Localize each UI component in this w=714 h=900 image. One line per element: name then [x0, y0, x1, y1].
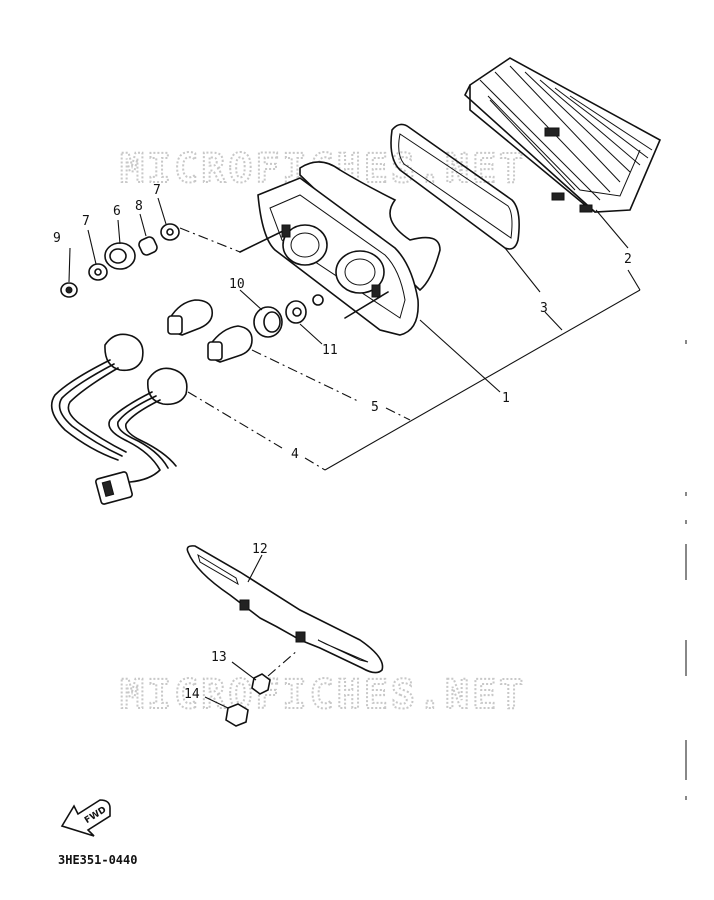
callout-7-right: 7: [153, 183, 161, 198]
callout-12: 12: [252, 542, 268, 557]
lens-gasket: [390, 123, 520, 250]
washer-7-right: [160, 223, 180, 241]
washer-7-left: [88, 263, 108, 281]
tail-lens: [464, 57, 662, 213]
nut-13: [251, 673, 271, 695]
grommet-6: [104, 242, 136, 270]
license-bracket: [186, 545, 384, 674]
washer-11: [285, 300, 307, 324]
tail-light-base: [239, 161, 441, 336]
callout-6: 6: [113, 204, 121, 219]
callout-9: 9: [53, 231, 61, 246]
callout-13: 13: [211, 650, 227, 665]
bulb-lower: [207, 325, 253, 363]
callout-1: 1: [502, 391, 510, 406]
callout-4: 4: [291, 447, 299, 462]
wire-harness: [50, 333, 188, 505]
callout-7-left: 7: [82, 214, 90, 229]
callout-8: 8: [135, 199, 143, 214]
callout-3: 3: [540, 301, 548, 316]
grommet-10: [253, 306, 283, 338]
nut-14: [225, 703, 249, 727]
nut-9: [60, 282, 78, 298]
diagram-code: 3HE351-0440: [58, 853, 137, 867]
watermark-bottom: MICROFICHES.NET: [120, 672, 526, 718]
callout-2: 2: [624, 252, 632, 267]
bulb-upper: [167, 299, 214, 336]
forward-arrow-icon: FWD: [60, 799, 111, 837]
collar-8: [138, 236, 158, 256]
callout-5: 5: [371, 400, 379, 415]
callout-11: 11: [322, 343, 338, 358]
callout-10: 10: [229, 277, 245, 292]
callout-14: 14: [184, 687, 200, 702]
